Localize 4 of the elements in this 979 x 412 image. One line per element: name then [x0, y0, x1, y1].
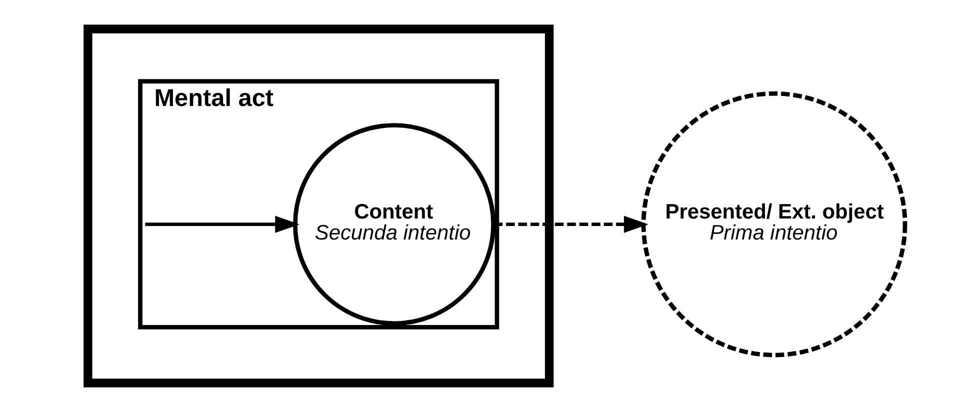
- arrow: [145, 216, 300, 233]
- node-circle: Presented/ Ext. object Prima intentio: [641, 91, 908, 358]
- node-circle: Content Secunda intentio: [293, 123, 496, 326]
- cluster: [84, 24, 554, 388]
